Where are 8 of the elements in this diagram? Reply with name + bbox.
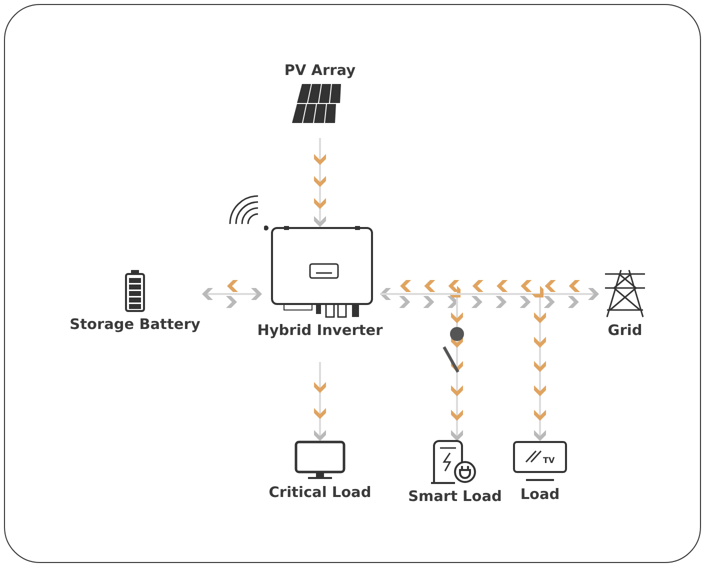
node-label: PV Array <box>284 62 356 80</box>
node-label: Grid <box>608 322 642 340</box>
screen-label: TV <box>543 456 555 465</box>
node-label: Storage Battery <box>70 316 200 334</box>
node-label: Load <box>520 486 560 504</box>
node-label: Hybrid Inverter <box>257 322 383 340</box>
node-label: Smart Load <box>408 488 502 506</box>
node-label: Critical Load <box>268 484 372 502</box>
